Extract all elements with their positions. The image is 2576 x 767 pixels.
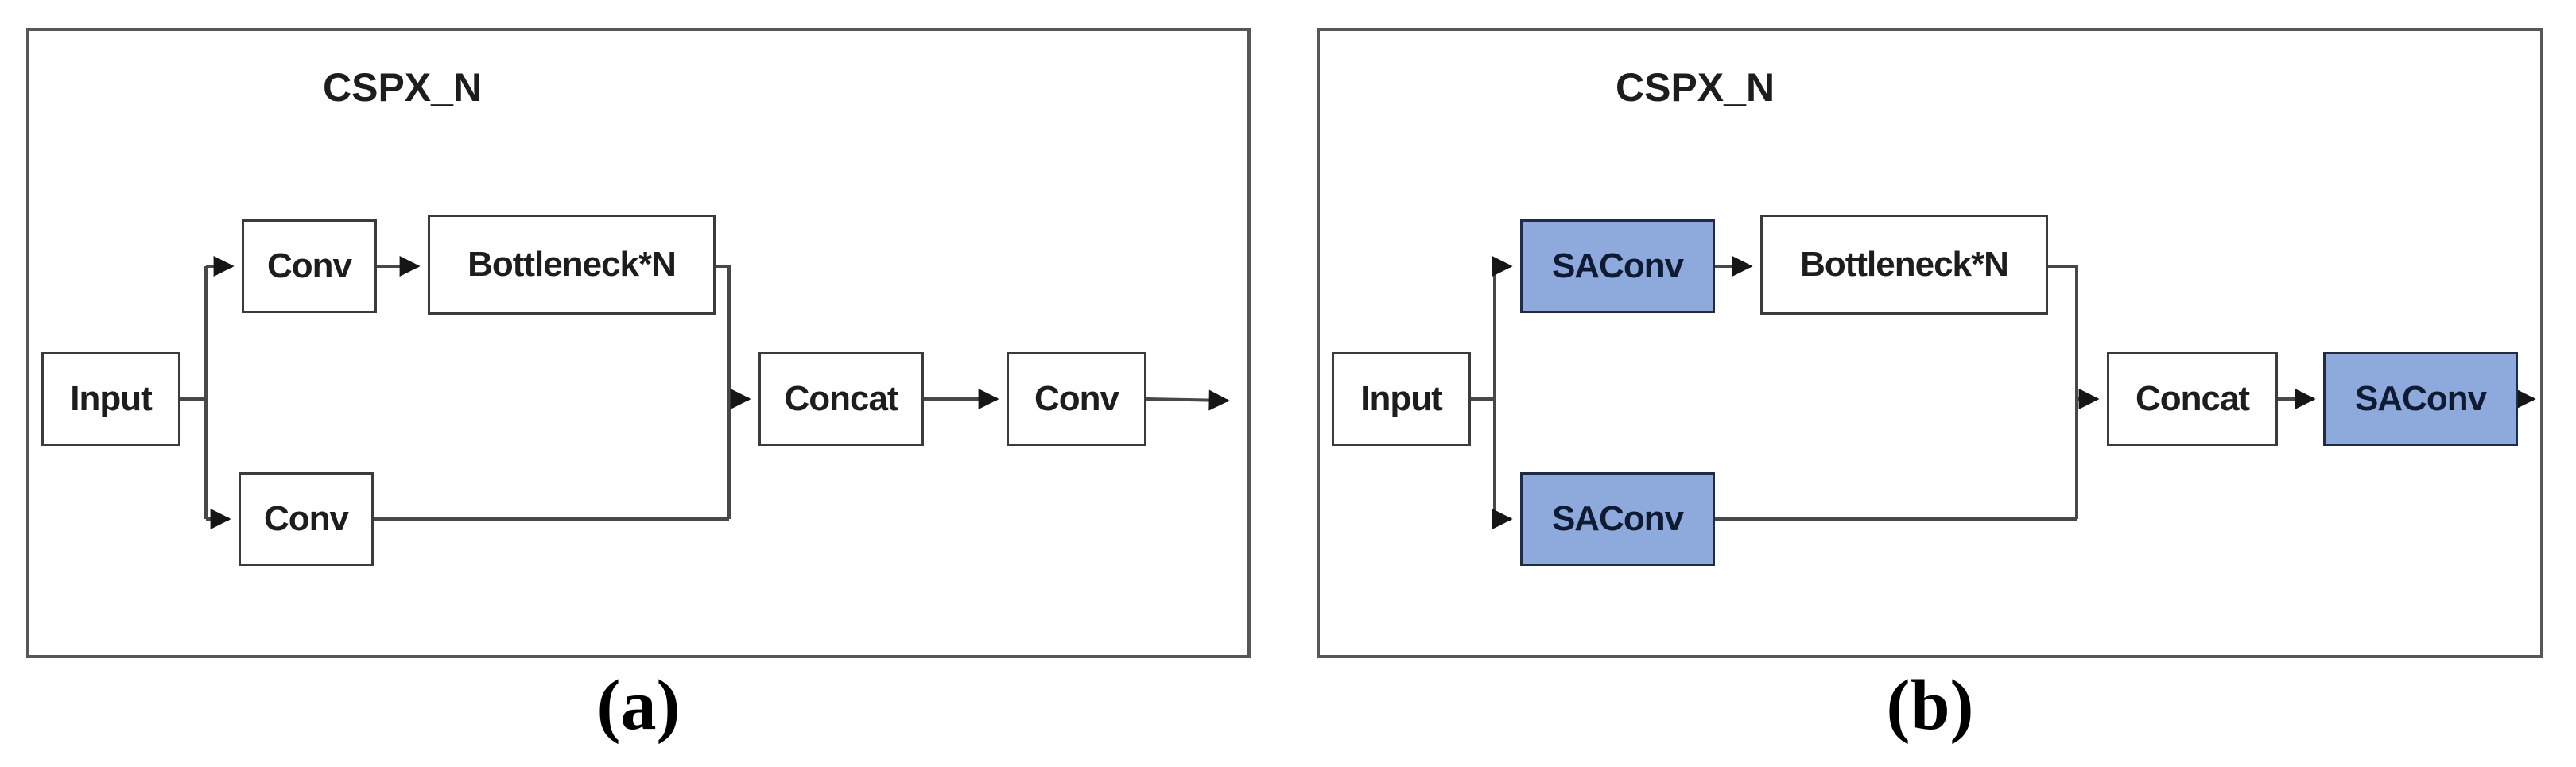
panel-a-conv-top-block: Conv bbox=[242, 219, 377, 313]
panel-b-saconv-top-block: SAConv bbox=[1520, 219, 1715, 313]
panel-a-concat-block: Concat bbox=[758, 352, 924, 446]
panel-a-bottleneck-block: Bottleneck*N bbox=[428, 215, 716, 315]
panel-b-saconv-bottom-block: SAConv bbox=[1520, 472, 1715, 566]
panel-b-input-block: Input bbox=[1332, 352, 1471, 446]
panel-b: CSPX_N Input SAConv Bottleneck*N SAConv … bbox=[1317, 28, 2543, 658]
panel-b-title: CSPX_N bbox=[1616, 65, 1775, 110]
panel-a-connectors bbox=[180, 256, 1230, 529]
panel-b-bottleneck-block: Bottleneck*N bbox=[1760, 215, 2048, 315]
panel-a-input-block: Input bbox=[41, 352, 180, 446]
panel-b-caption: (b) bbox=[1886, 666, 1974, 745]
wire-bottleneck-elbow-down bbox=[2048, 265, 2078, 519]
panel-a: CSPX_N Input Conv Bottleneck*N Conv Conc… bbox=[26, 28, 1251, 658]
panel-a-caption: (a) bbox=[596, 666, 681, 745]
panel-a-conv-out-block: Conv bbox=[1007, 352, 1146, 446]
panel-a-conv-bottom-block: Conv bbox=[239, 472, 374, 566]
wire-bottleneck-elbow-down bbox=[716, 265, 731, 519]
panel-a-title: CSPX_N bbox=[323, 65, 483, 110]
panel-b-connectors bbox=[1471, 256, 2536, 529]
panel-b-saconv-out-block: SAConv bbox=[2323, 352, 2518, 446]
wire-output-arrow bbox=[1146, 389, 1230, 411]
panel-b-concat-block: Concat bbox=[2107, 352, 2278, 446]
